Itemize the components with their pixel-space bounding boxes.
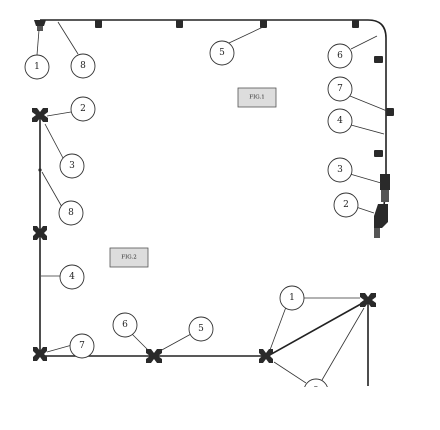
connector-icon: [380, 174, 390, 202]
callout-2-right: 2: [333, 192, 359, 218]
svg-text:7: 7: [79, 341, 85, 351]
bracket-icon: [386, 108, 394, 116]
callout-2-left: 2: [70, 96, 96, 122]
cross-fixture-icon: [360, 293, 376, 307]
bracket-icon: [374, 56, 383, 63]
cross-fixture-icon: [146, 349, 162, 363]
svg-text:5: 5: [198, 324, 204, 334]
leader-lines: [36, 21, 388, 384]
callout-3-right: 3: [327, 157, 353, 183]
callout-8-top: 8: [70, 53, 96, 79]
callout-5-top: 5: [209, 40, 235, 66]
bracket-icon: [95, 20, 102, 28]
svg-text:6: 6: [337, 51, 343, 61]
lamp-icon: [374, 204, 388, 238]
fig2-text: FIG.2: [121, 255, 136, 261]
svg-text:2: 2: [343, 200, 349, 210]
top-wire: [40, 19, 387, 180]
callout-6-bottom: 6: [112, 312, 138, 338]
svg-text:8: 8: [68, 208, 74, 218]
bracket-icon: [176, 20, 183, 28]
svg-text:2: 2: [80, 104, 86, 114]
svg-text:1: 1: [34, 62, 40, 72]
svg-text:5: 5: [219, 48, 225, 58]
cross-fixture-icon: [33, 347, 47, 361]
svg-text:9: 9: [313, 386, 319, 396]
callout-8-left: 8: [58, 200, 84, 226]
callout-6-right: 6: [327, 43, 353, 69]
callout-3-left: 3: [59, 153, 85, 179]
fig2-label: FIG.2: [109, 247, 149, 268]
cross-fixture-icon: [32, 108, 48, 122]
bracket-icon: [260, 20, 267, 28]
svg-text:4: 4: [69, 272, 75, 282]
bracket-icon: [374, 150, 383, 157]
cross-fixture-icon: [259, 349, 273, 363]
svg-text:4: 4: [337, 116, 343, 126]
cross-fixture-icon: [33, 226, 47, 240]
callout-7-left: 7: [69, 333, 95, 359]
svg-text:1: 1: [289, 293, 295, 303]
callout-1-top: 1: [24, 54, 50, 80]
svg-text:6: 6: [122, 320, 128, 330]
junction-icon: [38, 168, 42, 172]
right-fixtures: [374, 56, 394, 238]
svg-text:3: 3: [69, 161, 75, 171]
bracket-icon: [352, 20, 359, 28]
callout-1-bottom: 1: [279, 285, 305, 311]
callout-7-right: 7: [327, 76, 353, 102]
lamp-icon: [34, 20, 46, 31]
fig1-text: FIG.1: [249, 95, 264, 101]
callout-4-right: 4: [327, 108, 353, 134]
top-fixtures: [34, 20, 359, 31]
svg-text:8: 8: [80, 61, 86, 71]
svg-text:7: 7: [337, 84, 343, 94]
callout-5-bottom: 5: [188, 316, 214, 342]
svg-text:3: 3: [337, 165, 343, 175]
fig1-label: FIG.1: [237, 87, 277, 108]
callout-4-left: 4: [59, 264, 85, 290]
callout-9-bottom: 9: [304, 378, 328, 396]
